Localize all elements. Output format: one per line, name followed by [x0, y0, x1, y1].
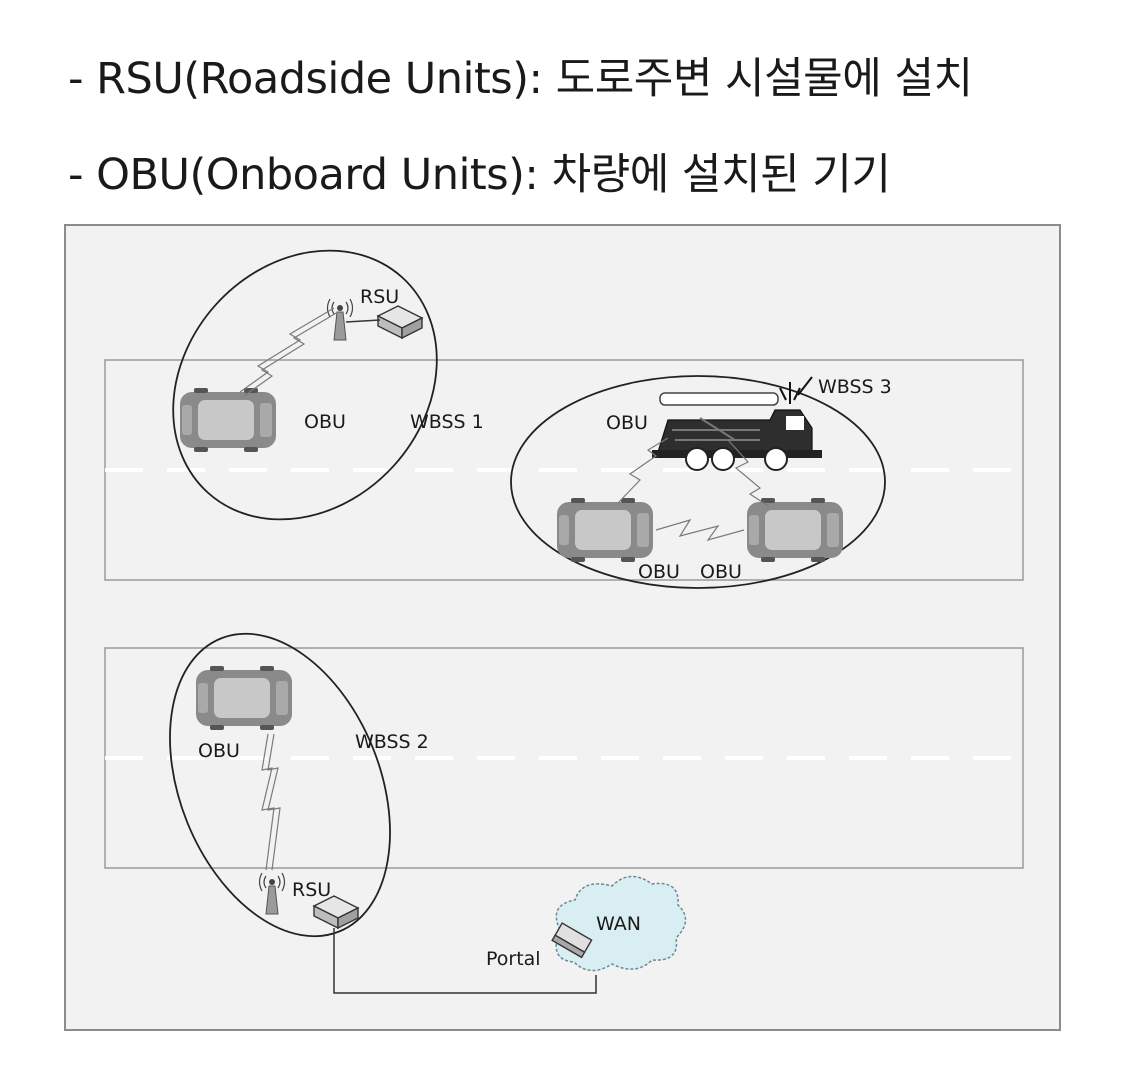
portal-device-icon: [551, 922, 593, 959]
wbss2-boundary: [169, 632, 391, 938]
wbss1-wireless-link-2: [243, 311, 339, 397]
wbss3-car-left-obu-label: OBU: [638, 561, 680, 583]
rsu-to-portal-cable: [333, 928, 597, 994]
wbss2-label: WBSS 2: [355, 731, 429, 753]
wbss1-label: WBSS 1: [410, 411, 484, 433]
caption-rsu: - RSU(Roadside Units): 도로주변 시설물에 설치: [68, 54, 973, 104]
wbss3-link-cars: [655, 518, 745, 542]
portal-label: Portal: [486, 948, 541, 970]
wbss1-boundary: [172, 249, 438, 521]
wbss2-car: [196, 666, 292, 730]
wan-cloud-icon: [555, 875, 687, 972]
wbss3-link-truck-left: [617, 437, 669, 504]
wbss3-link-truck-right: [727, 439, 769, 507]
wbss2-wireless-link-2: [267, 733, 281, 871]
fire-truck-icon: [652, 376, 822, 471]
wbss2-rsu-label: RSU: [292, 879, 331, 901]
wbss3-boundary: [510, 375, 886, 589]
wan-label: WAN: [596, 913, 641, 935]
wbss3-car-left: [557, 498, 653, 562]
wbss1-obu-label: OBU: [304, 411, 346, 433]
wbss1-wireless-link: [239, 307, 335, 393]
wbss2-obu-label: OBU: [198, 740, 240, 762]
wbss1-rsu-label: RSU: [360, 286, 399, 308]
wbss2-wireless-link: [261, 733, 275, 871]
wbss1-car: [180, 388, 276, 452]
diagram-panel: [64, 224, 1061, 1031]
wbss3-truck-obu-label: OBU: [606, 412, 648, 434]
wbss1-rsu-cable: [345, 319, 381, 323]
wbss3-label: WBSS 3: [818, 376, 892, 398]
wbss3-car-right-obu-label: OBU: [700, 561, 742, 583]
caption-obu: - OBU(Onboard Units): 차량에 설치된 기기: [68, 150, 891, 200]
wbss3-car-right: [747, 498, 843, 562]
